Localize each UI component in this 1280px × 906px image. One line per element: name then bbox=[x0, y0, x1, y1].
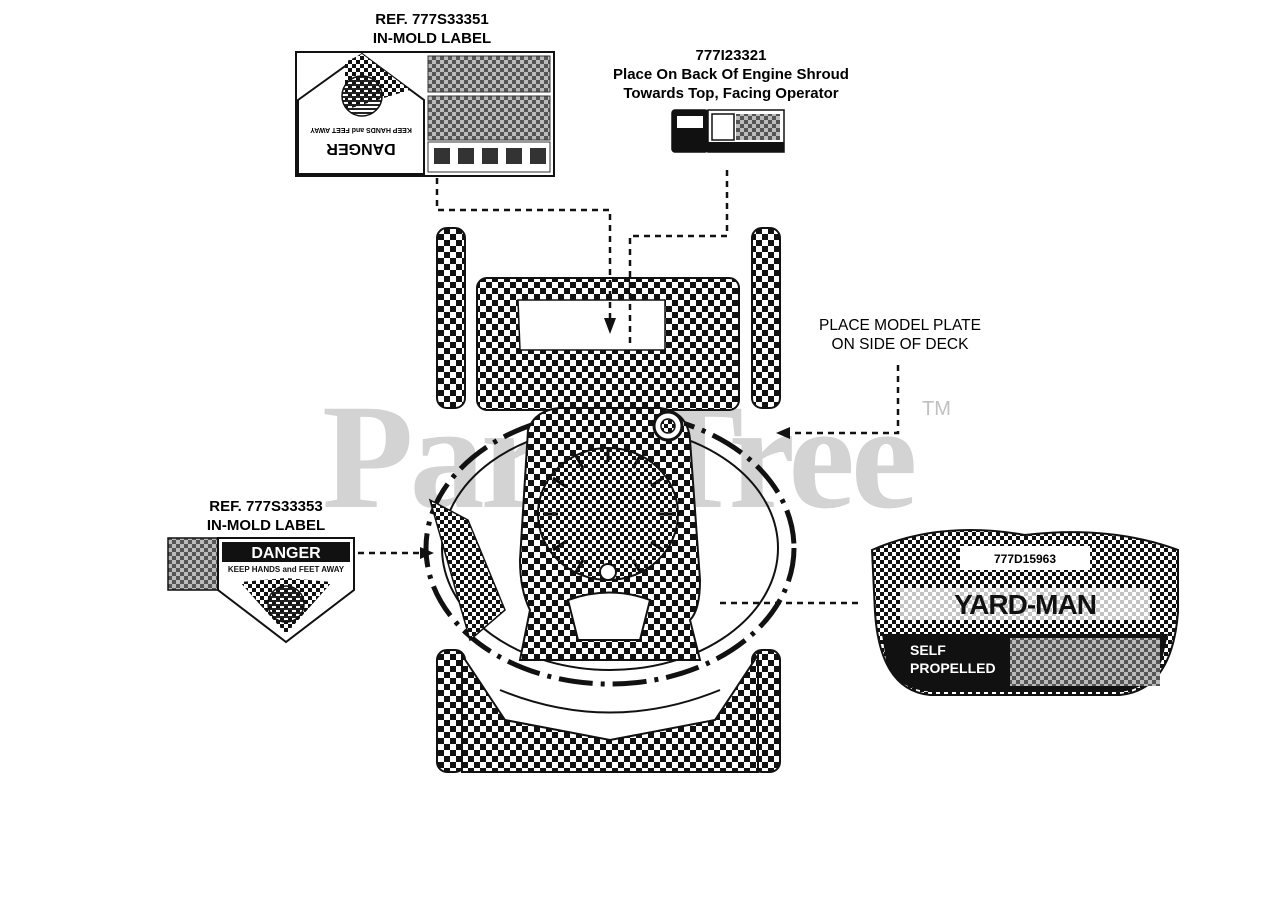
callout-model-plate-line1: PLACE MODEL PLATE bbox=[819, 317, 981, 334]
leader-top-left bbox=[435, 178, 612, 320]
callout-top-left: REF. 777S33351 IN-MOLD LABEL bbox=[332, 10, 532, 48]
danger-decal-small: DANGER KEEP HANDS and FEET AWAY bbox=[167, 537, 355, 644]
mower-wheel-rear-left bbox=[436, 649, 466, 773]
pictogram-icons bbox=[434, 148, 546, 164]
fuel-decal bbox=[671, 109, 785, 153]
danger-subheading-small: KEEP HANDS and FEET AWAY bbox=[228, 565, 345, 574]
callout-top-right: 777I23321 Place On Back Of Engine Shroud… bbox=[586, 46, 876, 103]
self-propelled-line1: SELF bbox=[910, 642, 946, 658]
callout-top-right-line3: Towards Top, Facing Operator bbox=[623, 85, 839, 102]
danger-decal-large: DANGER KEEP HANDS and FEET AWAY bbox=[295, 51, 555, 177]
callout-model-plate: PLACE MODEL PLATE ON SIDE OF DECK bbox=[790, 316, 1010, 354]
mower-front-housing bbox=[476, 277, 740, 411]
brand-decal-part-number: 777D15963 bbox=[994, 552, 1056, 566]
callout-bottom-left: REF. 777S33353 IN-MOLD LABEL bbox=[166, 497, 366, 535]
callout-bottom-left-desc: IN-MOLD LABEL bbox=[206, 517, 326, 534]
mower-wheel-front-right bbox=[751, 227, 781, 409]
engine-shroud bbox=[518, 407, 702, 661]
callout-model-plate-line2: ON SIDE OF DECK bbox=[831, 336, 969, 353]
brand-decal: 777D15963 YARD-MAN SELF PROPELLED bbox=[870, 529, 1179, 696]
leader-top-right bbox=[628, 170, 729, 345]
fuel-pump-icon bbox=[711, 113, 735, 141]
callout-top-right-line2: Place On Back Of Engine Shroud bbox=[613, 66, 849, 83]
self-propelled-line2: PROPELLED bbox=[910, 660, 996, 676]
leader-arrowheads bbox=[420, 318, 790, 559]
mower-wheel-front-left bbox=[436, 227, 466, 409]
danger-heading-large: DANGER bbox=[326, 140, 396, 157]
callout-bottom-left-ref: REF. 777S33353 bbox=[209, 498, 323, 515]
hand-hazard-icon bbox=[341, 75, 383, 117]
mower-rear-shroud bbox=[461, 651, 759, 773]
yard-man-logo: YARD-MAN bbox=[954, 589, 1096, 620]
leader-lines bbox=[358, 170, 900, 605]
callout-top-left-ref: REF. 777S33351 bbox=[375, 11, 489, 28]
callout-top-right-ref: 777I23321 bbox=[695, 47, 767, 64]
hand-hazard-icon bbox=[267, 585, 305, 623]
trademark-symbol: TM bbox=[922, 398, 951, 420]
callout-top-left-desc: IN-MOLD LABEL bbox=[372, 30, 492, 47]
danger-subheading-large: KEEP HANDS and FEET AWAY bbox=[310, 126, 412, 133]
danger-heading-small: DANGER bbox=[251, 545, 321, 562]
leader-model-plate bbox=[790, 365, 900, 435]
